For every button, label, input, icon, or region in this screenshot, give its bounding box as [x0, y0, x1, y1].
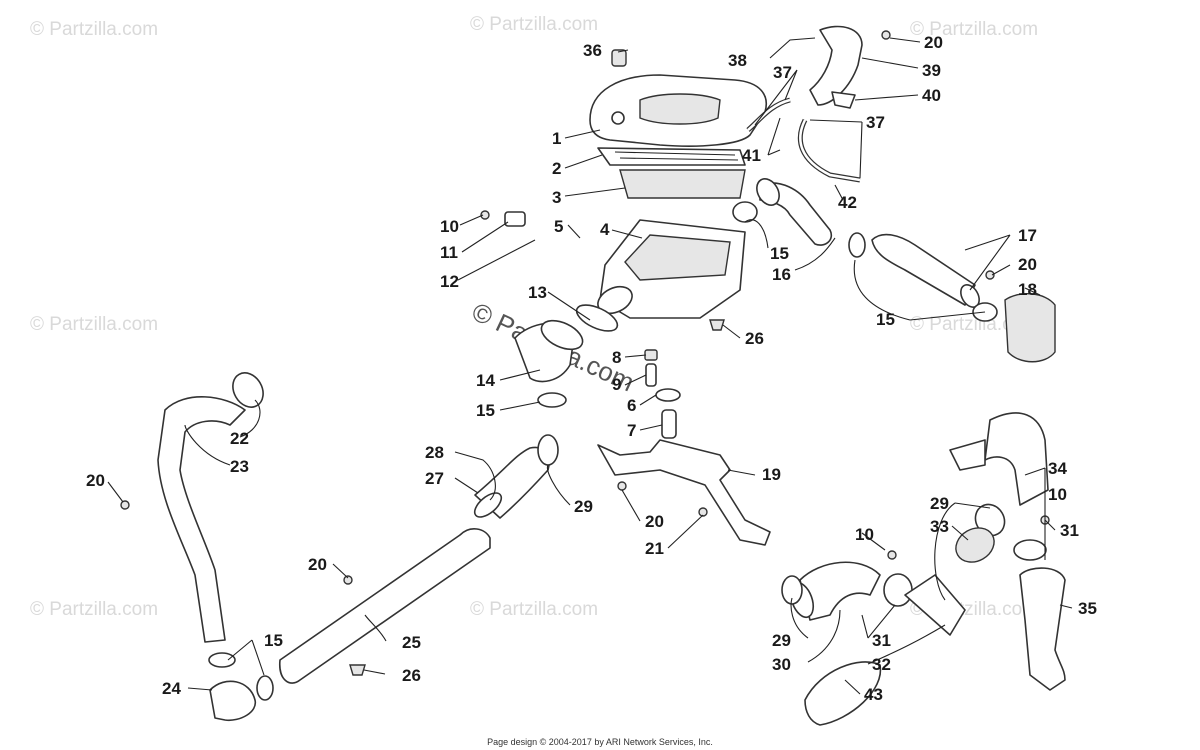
callout-10: 10 — [440, 217, 459, 236]
callout-37: 37 — [773, 63, 792, 82]
callout-41: 41 — [742, 146, 761, 165]
callout-23: 23 — [230, 457, 249, 476]
callout-20b: 20 — [1018, 255, 1037, 274]
callout-30: 30 — [772, 655, 791, 674]
callout-35: 35 — [1078, 599, 1097, 618]
callout-9: 9 — [612, 375, 621, 394]
callout-31b: 31 — [872, 631, 891, 650]
callout-39: 39 — [922, 61, 941, 80]
callout-1: 1 — [552, 129, 561, 148]
callout-10c: 10 — [855, 525, 874, 544]
callout-29c: 29 — [772, 631, 791, 650]
callout-33: 33 — [930, 517, 949, 536]
callout-36: 36 — [583, 41, 602, 60]
callout-40: 40 — [922, 86, 941, 105]
callout-4: 4 — [600, 220, 610, 239]
callout-7: 7 — [627, 421, 636, 440]
callout-32: 32 — [872, 655, 891, 674]
callout-24: 24 — [162, 679, 181, 698]
callout-15c: 15 — [476, 401, 495, 420]
watermark: © Partzilla.com — [910, 19, 1038, 40]
callout-15: 15 — [770, 244, 789, 263]
callout-37b: 37 — [866, 113, 885, 132]
callouts: 36 38 20 37 39 40 1 41 37 2 3 42 10 5 4 … — [86, 33, 1097, 704]
callout-3: 3 — [552, 188, 561, 207]
callout-20e: 20 — [86, 471, 105, 490]
callout-20: 20 — [924, 33, 943, 52]
callout-42: 42 — [838, 193, 857, 212]
watermark: © Partzilla.com — [470, 599, 598, 620]
callout-2: 2 — [552, 159, 561, 178]
callout-20c: 20 — [645, 512, 664, 531]
callout-15d: 15 — [264, 631, 283, 650]
leader-lines — [107, 37, 1073, 695]
callout-26: 26 — [745, 329, 764, 348]
callout-27: 27 — [425, 469, 444, 488]
callout-8: 8 — [612, 348, 621, 367]
watermark: © Partzilla.com — [470, 14, 598, 35]
callout-26b: 26 — [402, 666, 421, 685]
callout-29: 29 — [574, 497, 593, 516]
callout-10b: 10 — [1048, 485, 1067, 504]
callout-25: 25 — [402, 633, 421, 652]
callout-16: 16 — [772, 265, 791, 284]
callout-5: 5 — [554, 217, 563, 236]
watermark: © Partzilla.com — [30, 599, 158, 620]
callout-34: 34 — [1048, 459, 1067, 478]
footer-copyright: Page design © 2004-2017 by ARI Network S… — [487, 737, 713, 747]
callout-15b: 15 — [876, 310, 895, 329]
callout-11: 11 — [440, 243, 458, 262]
parts-drawing — [120, 25, 1066, 726]
callout-12: 12 — [440, 272, 459, 291]
callout-38: 38 — [728, 51, 747, 70]
callout-14: 14 — [476, 371, 495, 390]
callout-6: 6 — [627, 396, 636, 415]
callout-13: 13 — [528, 283, 547, 302]
callout-31: 31 — [1060, 521, 1079, 540]
callout-43: 43 — [864, 685, 883, 704]
callout-28: 28 — [425, 443, 444, 462]
callout-20d: 20 — [308, 555, 327, 574]
callout-29b: 29 — [930, 494, 949, 513]
watermark: © Partzilla.com — [30, 314, 158, 335]
callout-18: 18 — [1018, 280, 1037, 299]
callout-19: 19 — [762, 465, 781, 484]
callout-21: 21 — [645, 539, 664, 558]
callout-17: 17 — [1018, 226, 1037, 245]
callout-22: 22 — [230, 429, 249, 448]
watermark: © Partzilla.com — [30, 19, 158, 40]
